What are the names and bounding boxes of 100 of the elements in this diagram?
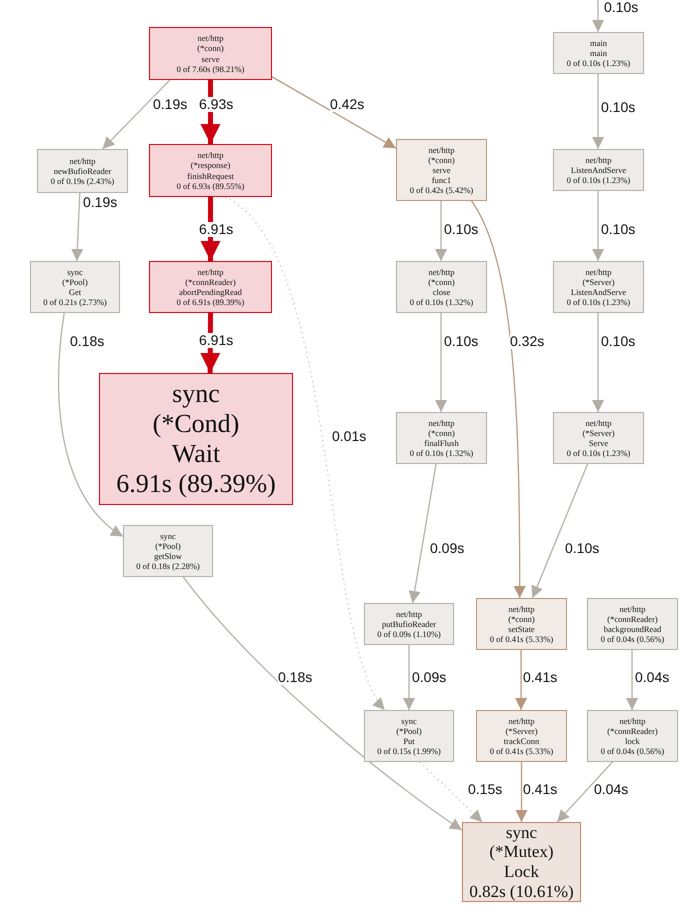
edge-label: 0.18s: [278, 670, 312, 686]
node-text: (*Pool): [155, 540, 181, 551]
function-box: [553, 149, 644, 191]
node-text: main: [590, 48, 607, 58]
node-text: (*Pool): [396, 726, 422, 736]
node-text: 0 of 0.18s (2.28%): [136, 561, 200, 572]
node-text: net/http: [396, 608, 422, 619]
node-text: Get: [68, 287, 82, 298]
node-text: 0 of 0.04s (0.56%): [600, 746, 664, 756]
node-text: 0 of 0.21s (2.73%): [43, 297, 107, 308]
edge-label: 0.10s: [601, 334, 636, 350]
arrow: [182, 576, 462, 830]
node-text: net/http: [508, 604, 534, 614]
node-text: finishRequest: [187, 170, 234, 181]
node-text: (*Server): [582, 276, 615, 287]
node-text: 0 of 0.19s (2.43%): [50, 176, 114, 186]
node-text: abortPendingRead: [179, 287, 242, 298]
edge-label: 0.04s: [594, 782, 628, 798]
node-text: 0 of 0.10s (1.23%): [566, 58, 630, 68]
edge-label: 0.10s: [604, 0, 638, 16]
node-text: lock: [625, 736, 640, 746]
node-text: (*connReader): [607, 726, 658, 736]
edge-label: 0.41s: [523, 670, 558, 686]
edge-label: 0.15s: [468, 782, 502, 798]
function-box: [396, 261, 487, 313]
node-text: ListenAndServe: [570, 164, 626, 176]
edge-label: 0.09s: [412, 670, 446, 686]
node-text: (*Cond): [152, 409, 240, 439]
arrow: [626, 650, 638, 710]
node-text: trackConn: [504, 736, 540, 746]
node-text: (*conn): [428, 276, 455, 287]
node-text: 0 of 0.42s (5.42%): [410, 185, 474, 196]
arrow: [531, 464, 588, 598]
node-text: sync: [67, 266, 83, 277]
node-text: 0 of 0.15s (1.99%): [377, 746, 441, 756]
edge-label: 0.10s: [444, 222, 478, 238]
edge-label: 0.18s: [70, 334, 104, 350]
arrow: [71, 192, 84, 262]
edge-label: 0.19s: [153, 97, 188, 112]
function-box: [587, 710, 678, 762]
function-box: [149, 144, 272, 197]
node-text: (*response): [190, 160, 230, 170]
function-box: [37, 149, 128, 193]
node-text: (*conn): [197, 43, 224, 54]
node-text: net/http: [620, 604, 646, 614]
function-box: [553, 32, 644, 74]
node-text: 6.91s (89.39%): [116, 468, 276, 499]
node-text: Lock: [504, 862, 539, 882]
node-text: 0 of 0.41s (5.33%): [490, 746, 554, 756]
node-text: serve: [432, 164, 450, 176]
node-text: backgroundRead: [604, 624, 662, 634]
node-text: net/http: [586, 154, 612, 165]
arrow: [592, 74, 604, 149]
arrow: [403, 645, 415, 710]
function-box: [587, 598, 678, 650]
arrow: [592, 191, 604, 261]
arrow: [471, 200, 526, 598]
node-text: 0 of 0.10s (1.23%): [566, 448, 630, 458]
node-text: net/http: [428, 418, 454, 428]
arrow: [419, 762, 483, 822]
node-text: net/http: [198, 266, 224, 277]
node-text: sync: [401, 716, 417, 726]
node-text: finalFlush: [424, 438, 459, 448]
node-text: (*Server): [582, 428, 615, 438]
node-text: ListenAndServe: [570, 287, 626, 298]
node-text: close: [432, 287, 450, 298]
node-text: 0 of 6.91s (89.39%): [176, 297, 244, 308]
arrow: [435, 313, 448, 412]
node-text: Wait: [172, 439, 220, 469]
function-box: [149, 261, 272, 313]
node-text: (*conn): [428, 154, 455, 165]
node-text: getSlow: [154, 551, 182, 562]
node-text: sync: [506, 822, 538, 842]
node-text: (*conn): [428, 428, 455, 438]
function-box: [99, 373, 293, 505]
function-box: [553, 261, 644, 313]
node-text: (*connReader): [607, 614, 658, 624]
function-box: [123, 525, 213, 577]
edge-label: 0.41s: [523, 782, 558, 798]
node-text: setState: [508, 624, 535, 634]
node-text: serve: [202, 54, 220, 64]
function-box: [553, 412, 644, 464]
node-text: net/http: [428, 144, 454, 155]
arrow: [556, 762, 613, 822]
node-text: 0 of 0.10s (1.23%): [566, 175, 630, 186]
node-text: net/http: [428, 266, 454, 277]
node-text: main: [590, 38, 607, 48]
edge-label: 0.10s: [601, 222, 636, 238]
node-text: putBufioReader: [382, 618, 436, 630]
node-text: newBufioReader: [54, 166, 112, 176]
edge-label: 0.10s: [601, 100, 636, 116]
node-text: net/http: [620, 716, 646, 726]
node-text: (*Mutex): [489, 842, 554, 862]
arrow: [102, 80, 170, 150]
arrow: [408, 464, 437, 604]
arrow: [272, 76, 396, 149]
edge-label: 6.93s: [199, 97, 234, 112]
node-text: (*Server): [505, 726, 538, 736]
function-box: [462, 822, 581, 902]
edge-label: 6.91s: [199, 222, 234, 238]
